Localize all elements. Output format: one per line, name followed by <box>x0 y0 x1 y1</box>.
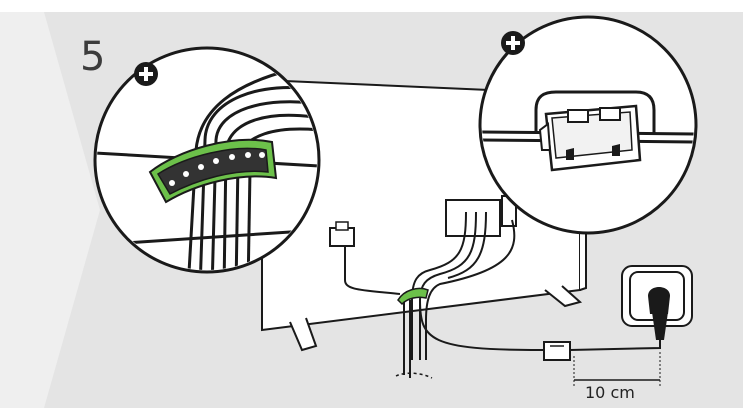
step-number: 5 <box>80 34 106 80</box>
measurement-label: 10 cm <box>585 383 635 402</box>
ferrite-core-small <box>543 341 571 361</box>
zoom-circle-left <box>93 46 321 274</box>
zoom-circle-right <box>478 15 698 235</box>
wall-socket <box>621 265 693 340</box>
cable-bundle-end <box>395 372 433 379</box>
plus-circle-icon <box>134 62 158 86</box>
measurement-guide <box>573 352 661 386</box>
chevron-shape <box>0 12 100 408</box>
plus-circle-icon <box>501 31 525 55</box>
ferrite-core-large <box>538 104 642 172</box>
plug-left <box>329 221 355 247</box>
cable-clip-small <box>397 287 429 306</box>
